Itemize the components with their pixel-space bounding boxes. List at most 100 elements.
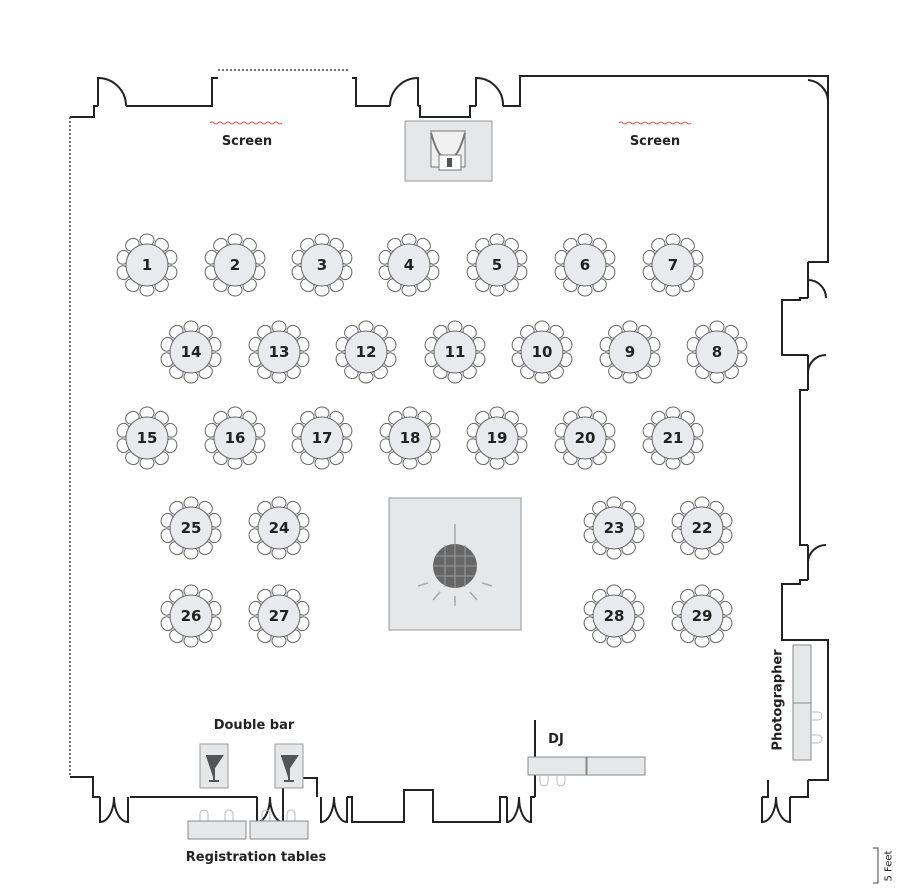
table-top <box>387 243 431 287</box>
table-number: 8 <box>712 343 722 361</box>
dance-floor[interactable] <box>388 497 522 631</box>
table-number: 27 <box>269 607 290 625</box>
table-top <box>344 330 388 374</box>
round-table-22[interactable]: 22 <box>670 496 733 560</box>
table-top <box>169 330 213 374</box>
table-top <box>695 330 739 374</box>
table-top <box>563 243 607 287</box>
table-top <box>169 506 213 550</box>
door <box>805 75 829 101</box>
table-top <box>300 243 344 287</box>
round-table-17[interactable]: 17 <box>290 406 353 470</box>
table-number: 15 <box>137 429 158 447</box>
registration-tables[interactable] <box>187 809 309 840</box>
round-table-26[interactable]: 26 <box>159 584 222 648</box>
table-number: 29 <box>692 607 713 625</box>
round-table-7[interactable]: 7 <box>641 233 704 297</box>
open-wall-left <box>69 69 350 777</box>
table-top <box>257 594 301 638</box>
round-table-11[interactable]: 11 <box>423 320 486 384</box>
table-number: 11 <box>445 343 466 361</box>
wall-outline <box>70 75 829 823</box>
table-number: 25 <box>181 519 202 537</box>
door <box>99 796 129 824</box>
table-number: 9 <box>625 343 635 361</box>
screen-right-line <box>618 121 692 125</box>
scale-label: 5 Feet <box>883 850 895 882</box>
door <box>506 796 532 824</box>
table-top <box>169 594 213 638</box>
round-table-2[interactable]: 2 <box>203 233 266 297</box>
photographer-label: Photographer <box>770 649 786 751</box>
round-table-14[interactable]: 14 <box>159 320 222 384</box>
table-number: 26 <box>181 607 202 625</box>
door <box>320 796 348 824</box>
table-top <box>475 416 519 460</box>
round-table-18[interactable]: 18 <box>378 406 441 470</box>
cocktail-icon <box>206 755 224 782</box>
round-table-16[interactable]: 16 <box>203 406 266 470</box>
table-top <box>680 594 724 638</box>
table-number: 23 <box>604 519 625 537</box>
round-table-9[interactable]: 9 <box>598 320 661 384</box>
table-top <box>475 243 519 287</box>
round-table-21[interactable]: 21 <box>641 406 704 470</box>
table-top <box>433 330 477 374</box>
round-table-5[interactable]: 5 <box>465 233 528 297</box>
table-number: 20 <box>575 429 596 447</box>
screen-left-line <box>209 121 283 125</box>
round-table-19[interactable]: 19 <box>465 406 528 470</box>
scale-bar <box>873 847 879 884</box>
registration-label: Registration tables <box>185 850 327 865</box>
table-top <box>300 416 344 460</box>
table-top <box>608 330 652 374</box>
door <box>761 796 791 824</box>
table-top <box>592 594 636 638</box>
dj-table[interactable] <box>527 756 646 787</box>
table-number: 13 <box>269 343 290 361</box>
cocktail-icon <box>281 755 299 782</box>
door <box>807 262 827 299</box>
bar-right[interactable] <box>274 743 304 789</box>
round-table-1[interactable]: 1 <box>115 233 178 297</box>
table-top <box>520 330 564 374</box>
table-top <box>257 330 301 374</box>
table-top <box>125 416 169 460</box>
round-table-3[interactable]: 3 <box>290 233 353 297</box>
round-table-23[interactable]: 23 <box>582 496 645 560</box>
table-top <box>257 506 301 550</box>
table-top <box>651 416 695 460</box>
round-table-10[interactable]: 10 <box>510 320 573 384</box>
round-table-4[interactable]: 4 <box>377 233 440 297</box>
table-number: 2 <box>230 256 240 274</box>
table-number: 6 <box>580 256 590 274</box>
round-table-15[interactable]: 15 <box>115 406 178 470</box>
round-table-12[interactable]: 12 <box>334 320 397 384</box>
door <box>97 76 127 107</box>
photographer-table[interactable] <box>792 644 823 761</box>
table-number: 16 <box>225 429 246 447</box>
table-top <box>651 243 695 287</box>
table-number: 28 <box>604 607 625 625</box>
round-table-8[interactable]: 8 <box>685 320 748 384</box>
bar-left[interactable] <box>199 743 229 789</box>
screen-left-label: Screen <box>221 134 273 149</box>
round-table-24[interactable]: 24 <box>247 496 310 560</box>
round-table-13[interactable]: 13 <box>247 320 310 384</box>
table-top <box>388 416 432 460</box>
stage[interactable] <box>404 120 493 182</box>
table-number: 12 <box>356 343 377 361</box>
round-table-29[interactable]: 29 <box>670 584 733 648</box>
table-number: 3 <box>317 256 327 274</box>
table-number: 5 <box>492 256 502 274</box>
table-number: 18 <box>400 429 421 447</box>
round-table-27[interactable]: 27 <box>247 584 310 648</box>
door <box>475 76 505 107</box>
round-table-28[interactable]: 28 <box>582 584 645 648</box>
round-table-25[interactable]: 25 <box>159 496 222 560</box>
round-table-20[interactable]: 20 <box>553 406 616 470</box>
table-top <box>125 243 169 287</box>
screen-right-label: Screen <box>629 134 681 149</box>
round-table-6[interactable]: 6 <box>553 233 616 297</box>
